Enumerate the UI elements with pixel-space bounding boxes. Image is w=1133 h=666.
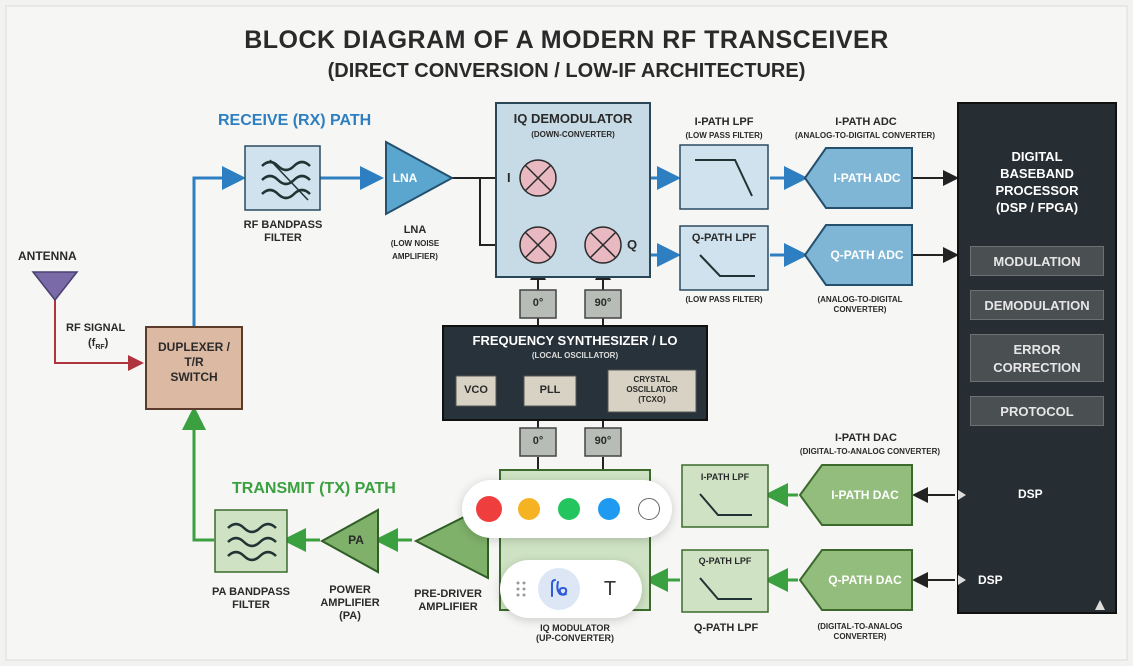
pen-tool-button[interactable] — [538, 568, 580, 610]
lna-symbol-text: LNA — [392, 171, 418, 185]
tool-toolbar: T — [500, 560, 642, 618]
diagram-title: BLOCK DIAGRAM OF A MODERN RF TRANSCEIVER — [244, 26, 889, 54]
drag-handle-icon[interactable] — [516, 580, 526, 598]
i-dac-title: I-PATH DAC — [835, 432, 897, 444]
color-green-swatch[interactable] — [558, 498, 580, 520]
pa-symbol-text: PA — [348, 533, 364, 547]
text-tool-button[interactable]: T — [603, 578, 617, 600]
i-lpf-tx-inside: I-PATH LPF — [700, 472, 750, 482]
q-lpf-tx-label: Q-PATH LPF — [693, 622, 759, 634]
synth-title: FREQUENCY SYNTHESIZER / LO — [472, 333, 678, 348]
dsp-port-i: DSP — [1018, 487, 1043, 501]
color-blue-swatch[interactable] — [598, 498, 620, 520]
antenna-label: ANTENNA — [18, 249, 77, 263]
dsp-error-correction: ERROR CORRECTION — [970, 334, 1104, 382]
iq-demod-sub: (DOWN-CONVERTER) — [531, 130, 615, 139]
i-lpf-rx-title: I-PATH LPF — [694, 116, 754, 128]
q-dac-inside: Q-PATH DAC — [828, 573, 902, 587]
tx-wires — [182, 406, 798, 592]
synth-sub: (LOCAL OSCILLATOR) — [531, 351, 619, 360]
dsp-protocol: PROTOCOL — [970, 396, 1104, 426]
i-adc-inside: I-PATH ADC — [833, 171, 901, 185]
phase-0-rx: 0° — [532, 297, 544, 309]
vco-label: VCO — [464, 384, 488, 396]
rf-signal-label: RF SIGNAL — [66, 322, 126, 334]
i-lpf-rx-sub: (LOW PASS FILTER) — [685, 131, 763, 140]
iq-demod-q-label: Q — [627, 237, 638, 252]
pll-label: PLL — [539, 384, 561, 396]
q-adc-inside: Q-PATH ADC — [830, 248, 904, 262]
i-dac-sub: (DIGITAL-TO-ANALOG CONVERTER) — [799, 447, 941, 456]
q-lpf-rx-inside: Q-PATH LPF — [691, 232, 757, 244]
rx-path-label: RECEIVE (RX) PATH — [218, 112, 372, 129]
iq-mod-label: IQ MODULATOR(UP-CONVERTER) — [536, 623, 614, 643]
q-lpf-rx-sub: (LOW PASS FILTER) — [685, 295, 763, 304]
i-dac-inside: I-PATH DAC — [831, 488, 899, 502]
rx-wires — [192, 166, 808, 327]
i-adc-title: I-PATH ADC — [835, 116, 897, 128]
color-picker-toolbar — [462, 480, 672, 538]
phase-90-tx: 90° — [594, 435, 612, 447]
dsp-demodulation: DEMODULATION — [970, 290, 1104, 320]
phase-0-tx: 0° — [532, 435, 544, 447]
phase-90-rx: 90° — [594, 297, 612, 309]
pen-scribble-icon — [551, 579, 568, 597]
color-white-swatch[interactable] — [638, 498, 660, 520]
iq-demod-title: IQ DEMODULATOR — [513, 111, 633, 126]
color-red-swatch[interactable] — [476, 496, 502, 522]
color-yellow-swatch[interactable] — [518, 498, 540, 520]
iq-demod-i-label: I — [507, 170, 511, 185]
tx-path-label: TRANSMIT (TX) PATH — [232, 480, 396, 497]
i-adc-sub: (ANALOG-TO-DIGITAL CONVERTER) — [795, 131, 935, 140]
dsp-modulation: MODULATION — [970, 246, 1104, 276]
diagram-subtitle: (DIRECT CONVERSION / LOW-IF ARCHITECTURE… — [327, 60, 806, 82]
dsp-port-q: DSP — [978, 573, 1003, 587]
q-lpf-tx-inside: Q-PATH LPF — [698, 556, 752, 566]
rf-signal-frequency: (fRF) — [88, 337, 109, 352]
